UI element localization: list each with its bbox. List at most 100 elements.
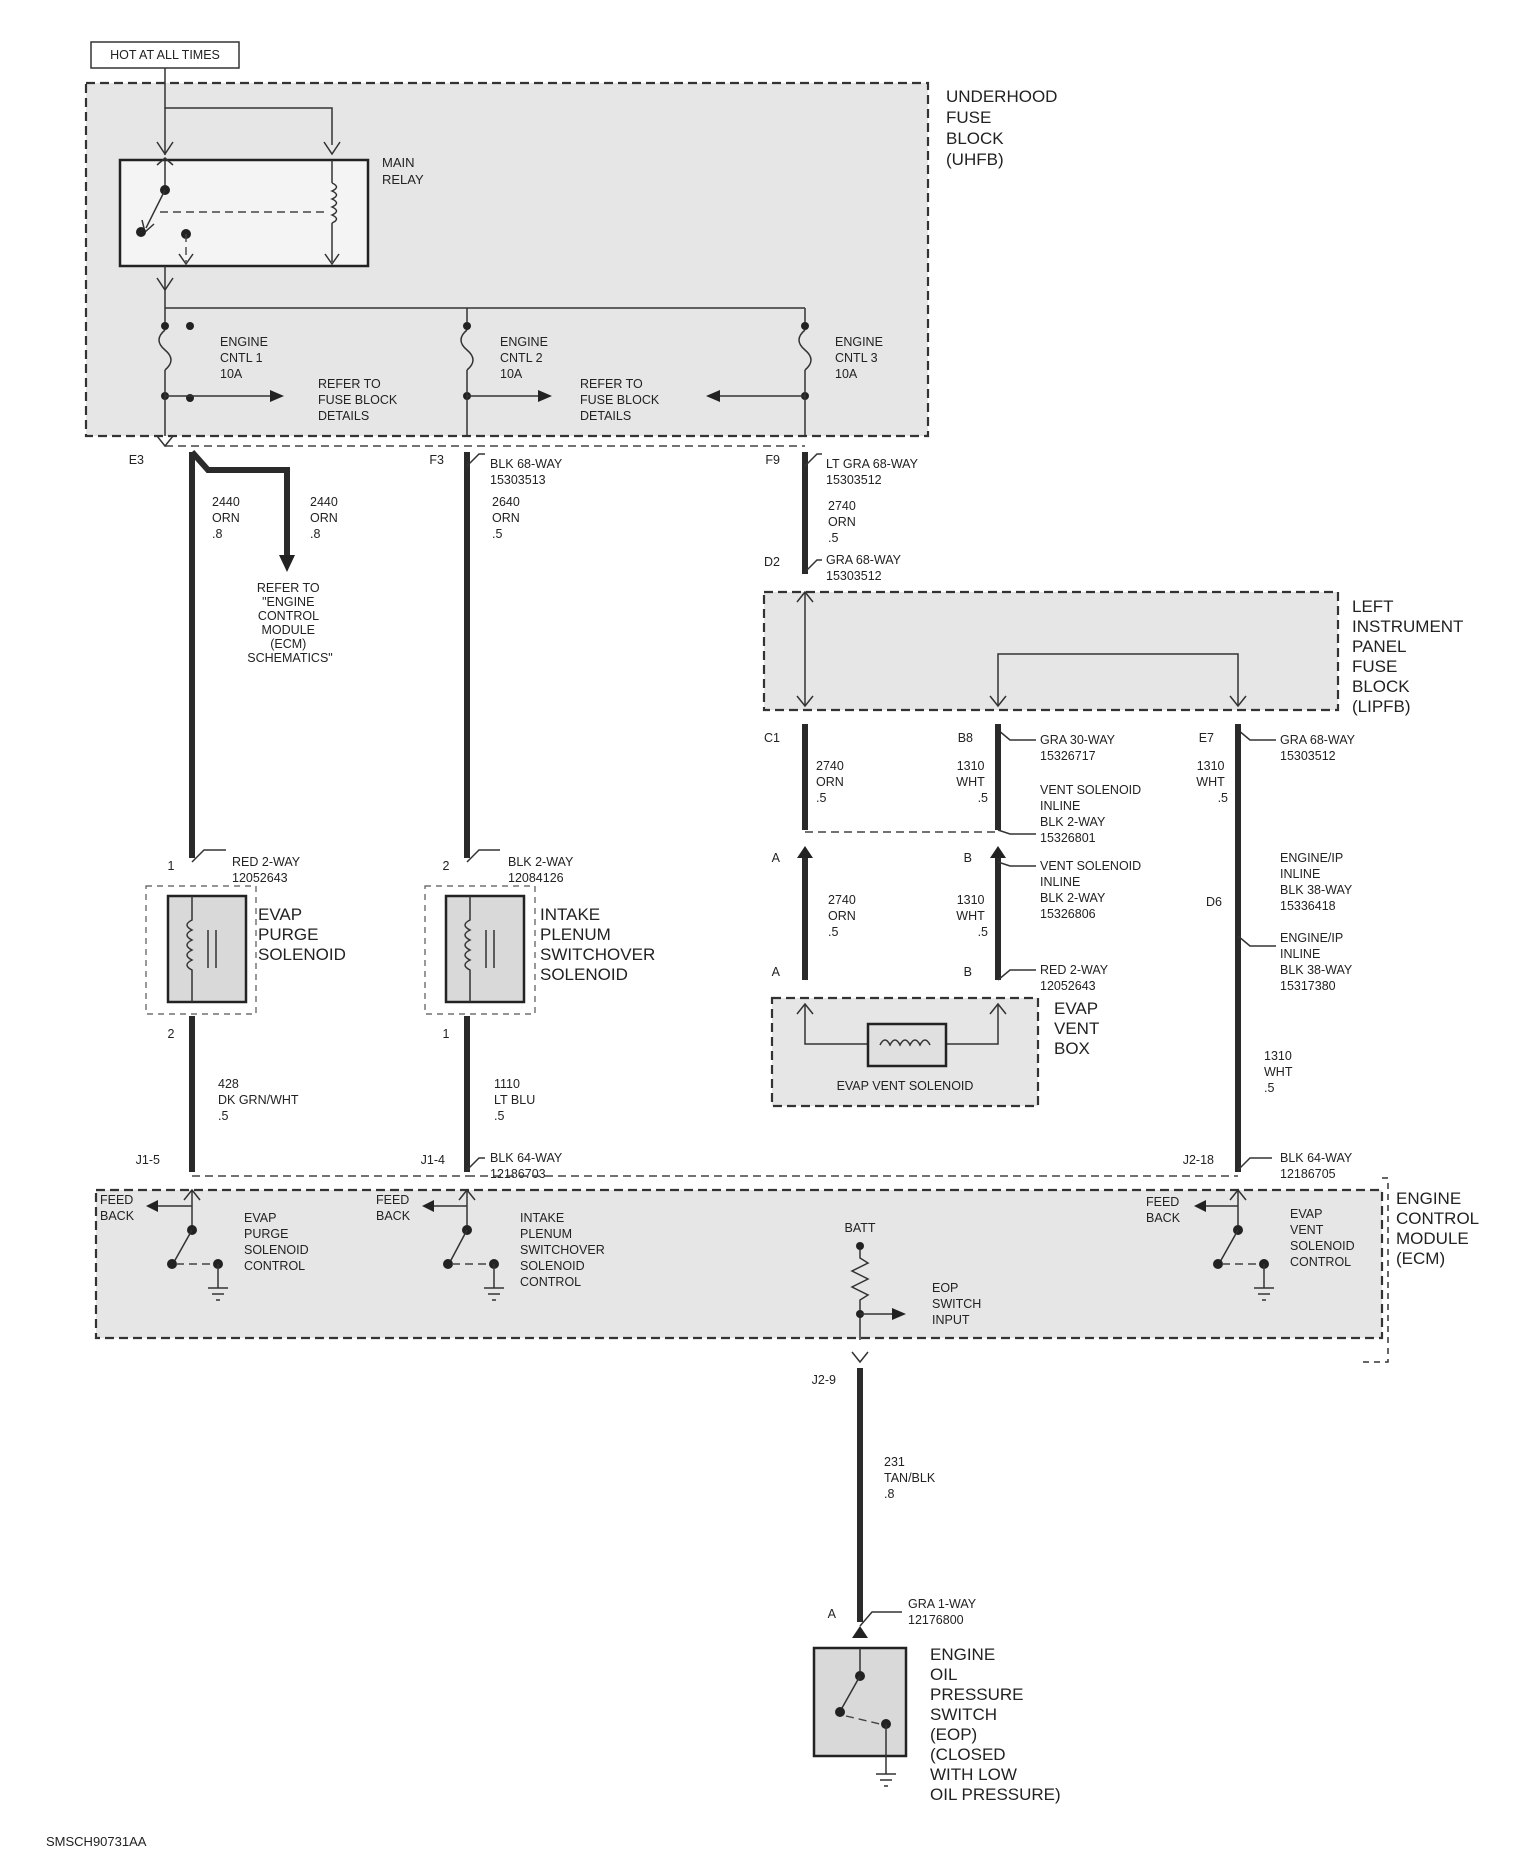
plenum-title: INTAKE PLENUM SWITCHOVER SOLENOID (540, 905, 660, 984)
wire-1310-b-label: 1310 WHT .5 (956, 893, 988, 939)
vent-box-inner: EVAP VENT SOLENOID (837, 1079, 974, 1093)
vent-box-title: EVAP VENT BOX (1054, 999, 1104, 1058)
conn-j1-4: J1-4 (421, 1153, 445, 1167)
ecm-title: ENGINE CONTROL MODULE (ECM) (1396, 1189, 1483, 1268)
pin-b: B (964, 965, 972, 979)
wire-1310-a-label: 1310 WHT .5 (956, 759, 988, 805)
arrow-right-icon (538, 390, 552, 402)
conn-e3: E3 (129, 453, 144, 467)
purge-title: EVAP PURGE SOLENOID (258, 905, 346, 964)
ecm-batt: BATT (844, 1221, 875, 1235)
arrow-down-icon (279, 555, 295, 572)
vent-inline-2: VENT SOLENOID INLINE BLK 2-WAY 15326806 (1040, 859, 1145, 921)
conn-j1-4-desc: BLK 64-WAY 12186703 (490, 1151, 566, 1181)
solenoid-coil-icon (186, 896, 194, 1002)
feedback-2: FEED BACK (376, 1193, 413, 1223)
fuse-2-label: ENGINE CNTL 2 10A (500, 335, 551, 381)
figure-id: SMSCH90731AA (46, 1834, 147, 1849)
wire-2740-a-label: 2740 ORN .5 (828, 499, 859, 545)
relay-feed-wire (164, 68, 333, 145)
ecm-purge-driver (146, 1200, 228, 1301)
uhfb-title: UNDERHOOD FUSE BLOCK (UHFB) (946, 87, 1062, 169)
ecm-purge-control: EVAP PURGE SOLENOID CONTROL (244, 1211, 312, 1273)
fuse-engine-cntl-3 (798, 329, 812, 371)
wire-1310-d-label: 1310 WHT .5 (1264, 1049, 1296, 1095)
refer-ecm: REFER TO "ENGINE CONTROL MODULE (ECM) SC… (247, 581, 332, 665)
wire-2740-c-label: 2740 ORN .5 (828, 893, 859, 939)
conn-f3-desc: BLK 68-WAY 15303513 (490, 457, 566, 487)
conn-d2-desc: GRA 68-WAY 15303512 (826, 553, 904, 583)
main-relay (118, 158, 370, 268)
ecm-vent-control: EVAP VENT SOLENOID CONTROL (1290, 1207, 1358, 1269)
conn-j2-18-desc: BLK 64-WAY 12186705 (1280, 1151, 1356, 1181)
hot-label-box (90, 41, 240, 69)
ecm-vent-driver (1194, 1200, 1274, 1301)
conn-e7: E7 (1199, 731, 1214, 745)
eng-ip-inline-1: ENGINE/IP INLINE BLK 38-WAY 15336418 (1280, 851, 1356, 913)
ecm-plenum-control: INTAKE PLENUM SWITCHOVER SOLENOID CONTRO… (520, 1211, 608, 1289)
pin-a: A (772, 851, 781, 865)
lipfb-box (762, 590, 1340, 712)
wire-2440-a: 2440 ORN .8 (212, 495, 243, 541)
conn-j2-18: J2-18 (1183, 1153, 1214, 1167)
conn-f9-desc: LT GRA 68-WAY 15303512 (826, 457, 921, 487)
relay-coil-icon (330, 182, 338, 224)
wire-2740-b-label: 2740 ORN .5 (816, 759, 847, 805)
fuse-engine-cntl-2 (460, 329, 474, 371)
pin-2: 2 (168, 1027, 175, 1041)
wire-1310-c-label: 1310 WHT .5 (1196, 759, 1228, 805)
wire-2440-b: 2440 ORN .8 (310, 495, 341, 541)
ecm-eop-switch-input: EOP SWITCH INPUT (932, 1281, 985, 1327)
conn-f9: F9 (765, 453, 780, 467)
purge-connector: RED 2-WAY 12052643 (232, 855, 303, 885)
ecm-box (94, 1188, 1384, 1340)
fuse-3-label: ENGINE CNTL 3 10A (835, 335, 886, 381)
evap-vent-solenoid (866, 1022, 948, 1068)
pin-2: 2 (443, 859, 450, 873)
plenum-connector: BLK 2-WAY 12084126 (508, 855, 577, 885)
wire-1110-label: 1110 LT BLU .5 (494, 1077, 539, 1123)
solenoid-coil-icon (879, 1039, 931, 1047)
refer-fuse-1: REFER TO FUSE BLOCK DETAILS (318, 377, 401, 423)
intake-plenum-switchover-solenoid (444, 894, 526, 1004)
wire-428-label: 428 DK GRN/WHT .5 (218, 1077, 302, 1123)
conn-d2: D2 (764, 555, 780, 569)
eng-ip-inline-2: ENGINE/IP INLINE BLK 38-WAY 15317380 (1280, 931, 1356, 993)
conn-eop-desc: GRA 1-WAY 12176800 (908, 1597, 979, 1627)
pin-a: A (772, 965, 781, 979)
conn-d6: D6 (1206, 895, 1222, 909)
vent-box-connector: RED 2-WAY 12052643 (1040, 963, 1111, 993)
conn-f3: F3 (429, 453, 444, 467)
wire-2640-label: 2640 ORN .5 (492, 495, 523, 541)
refer-fuse-2: REFER TO FUSE BLOCK DETAILS (580, 377, 663, 423)
eop-switch-icon (835, 1648, 896, 1787)
solenoid-coil-icon (464, 896, 472, 1002)
eop-title: ENGINE OIL PRESSURE SWITCH (EOP) (CLOSED… (930, 1645, 1061, 1804)
fuse-1-label: ENGINE CNTL 1 10A (220, 335, 271, 381)
conn-c1: C1 (764, 731, 780, 745)
conn-eop-a: A (828, 1607, 837, 1621)
arrow-right-icon (270, 390, 284, 402)
lipfb-bus (997, 653, 1239, 706)
conn-b8-desc: GRA 30-WAY 15326717 (1040, 733, 1118, 763)
pin-1: 1 (443, 1027, 450, 1041)
feedback-1: FEED BACK (100, 1193, 137, 1223)
conn-j1-5: J1-5 (136, 1153, 160, 1167)
wire-2440-branch (189, 450, 290, 560)
arrow-left-icon (706, 390, 720, 402)
hot-label: HOT AT ALL TIMES (110, 48, 220, 62)
ecm-plenum-driver (422, 1200, 504, 1301)
feedback-3: FEED BACK (1146, 1195, 1183, 1225)
wire-231-label: 231 TAN/BLK .8 (884, 1455, 939, 1501)
conn-e7-desc: GRA 68-WAY 15303512 (1280, 733, 1358, 763)
main-relay-label: MAIN RELAY (382, 155, 424, 187)
evap-purge-solenoid (166, 894, 248, 1004)
lipfb-title: LEFT INSTRUMENT PANEL FUSE BLOCK (LIPFB) (1352, 597, 1468, 716)
ecm-eop-input (850, 1242, 906, 1340)
pin-b: B (964, 851, 972, 865)
conn-b8: B8 (958, 731, 973, 745)
pin-1: 1 (168, 859, 175, 873)
vent-inline-1: VENT SOLENOID INLINE BLK 2-WAY 15326801 (1040, 783, 1145, 845)
conn-j2-9: J2-9 (812, 1373, 836, 1387)
